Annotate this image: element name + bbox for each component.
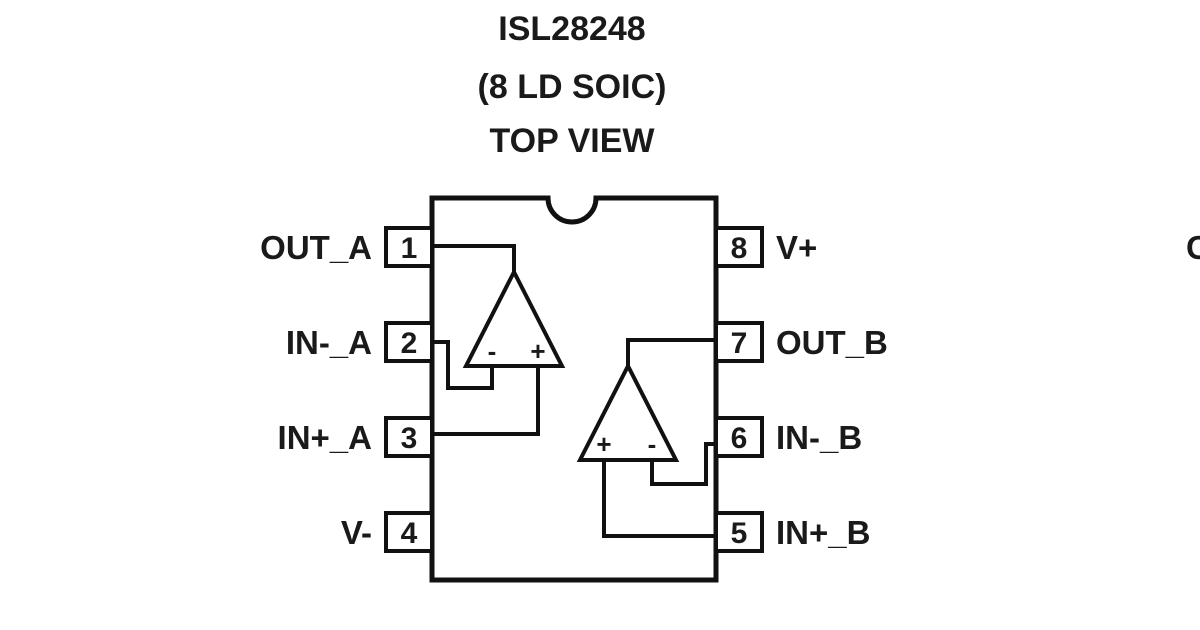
opamp-b — [576, 361, 680, 462]
pin-box-3 — [384, 416, 434, 458]
view-label: TOP VIEW — [489, 122, 655, 160]
pin-number-7: 7 — [731, 327, 748, 360]
pin-label-in-minus-a: IN-_A — [286, 324, 372, 361]
pin-box-5 — [714, 511, 764, 553]
pin-number-2: 2 — [401, 327, 418, 360]
pin-number-3: 3 — [401, 422, 418, 455]
part-number: ISL28248 — [498, 10, 645, 48]
pin-label-in-plus-a: IN+_A — [278, 419, 372, 456]
opamp-b-minus-sign: - — [648, 429, 657, 459]
pin-box-6 — [714, 416, 764, 458]
pin-label-in-minus-b: IN-_B — [776, 419, 862, 456]
pin-number-6: 6 — [731, 422, 748, 455]
opamp-a-plus-sign: + — [530, 336, 545, 366]
wire-in-minus-a — [432, 340, 494, 390]
opamp-a — [462, 267, 566, 368]
wire-in-plus-a — [432, 366, 540, 436]
pin-number-8: 8 — [731, 232, 748, 265]
wire-out-a — [432, 244, 516, 272]
pin-label-v-plus: V+ — [776, 229, 817, 266]
pin-box-7 — [714, 321, 764, 363]
package-type: (8 LD SOIC) — [478, 68, 667, 106]
pin-box-8 — [714, 226, 764, 268]
pin-label-v-minus: V- — [341, 514, 372, 551]
opamp-a-minus-sign: - — [488, 336, 497, 366]
wire-out-b — [626, 338, 716, 366]
pin-label-in-plus-b: IN+_B — [776, 514, 870, 551]
pin-box-4 — [384, 511, 434, 553]
pin-label-out-a: OUT_A — [260, 229, 372, 266]
pin-number-1: 1 — [401, 232, 418, 265]
wire-in-plus-b — [602, 460, 716, 538]
pin-label-out-b: OUT_B — [776, 324, 888, 361]
pin-number-4: 4 — [401, 517, 418, 550]
wire-in-minus-b — [650, 442, 716, 486]
edge-text-fragment: C — [1186, 229, 1200, 266]
opamp-b-plus-sign: + — [596, 429, 611, 459]
pin-box-2 — [384, 321, 434, 363]
pin-number-5: 5 — [731, 517, 748, 550]
